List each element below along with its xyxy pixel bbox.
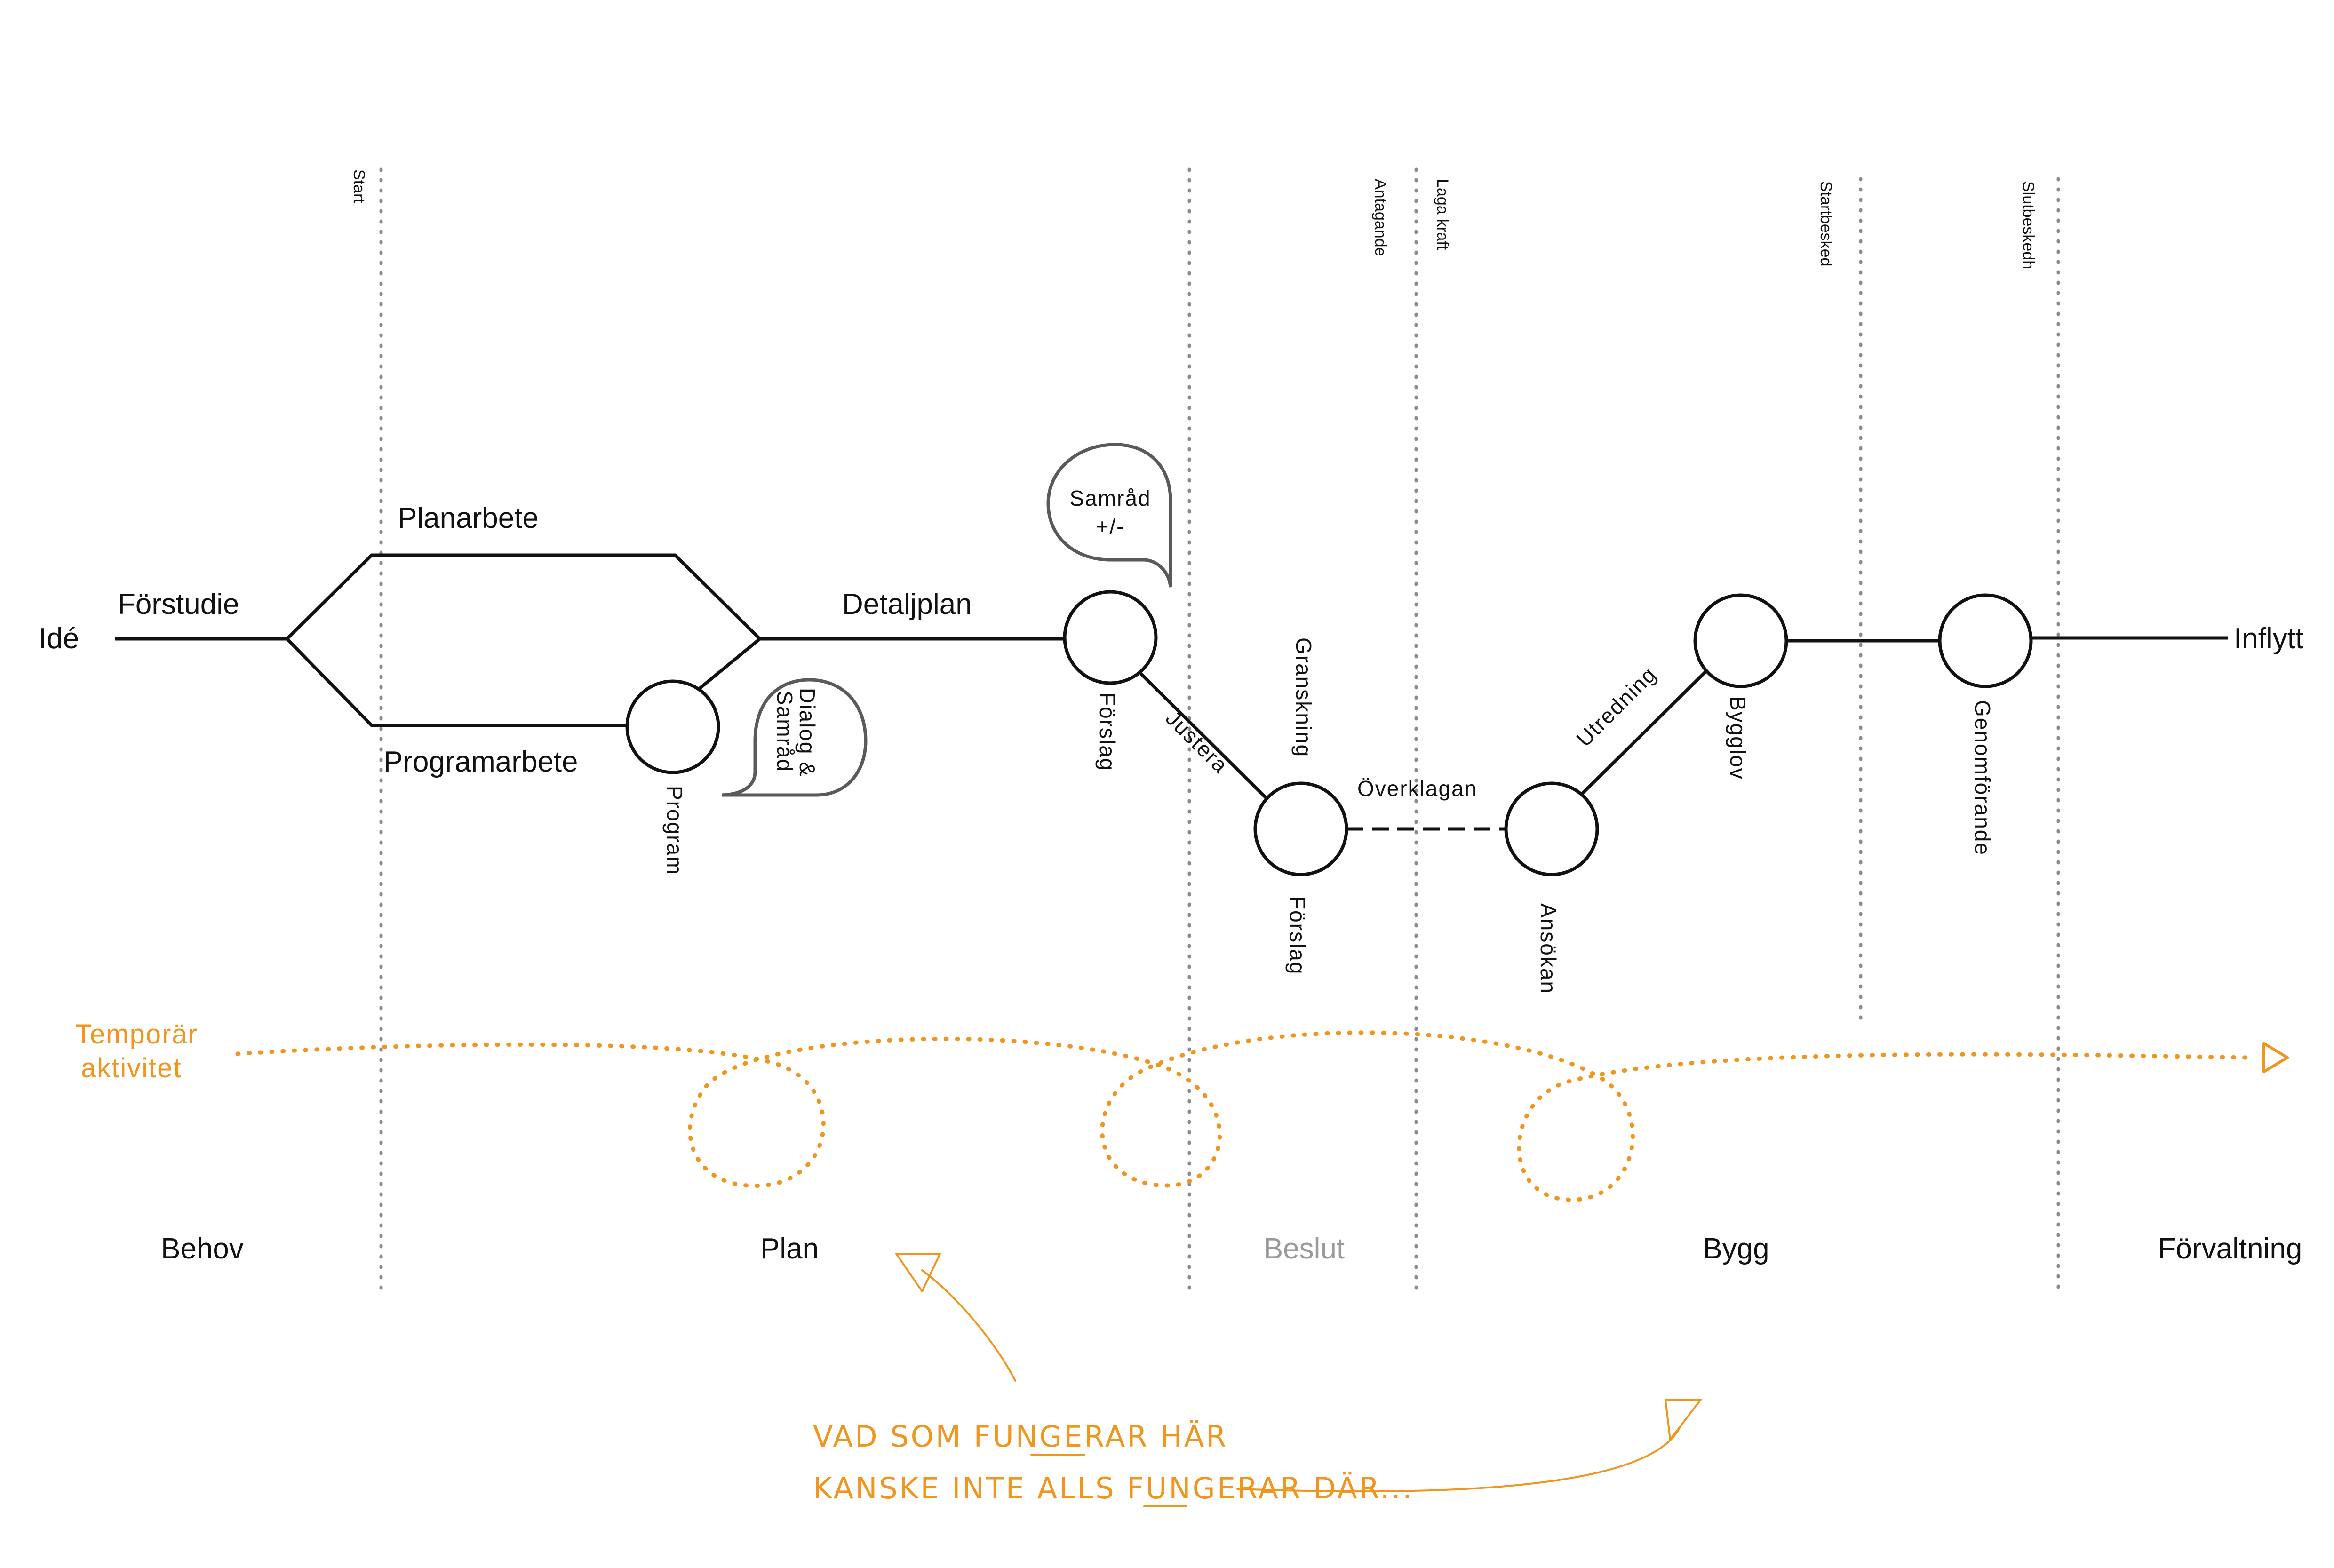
path-programarbete <box>286 637 627 727</box>
node-label-ansokan: Ansökan <box>1536 903 1561 994</box>
bubble-samrad <box>1046 443 1172 588</box>
note-line1-emph: HÄR <box>1160 1419 1228 1454</box>
process-path <box>115 553 2228 831</box>
node-bygglov <box>1693 593 1788 688</box>
node-label-program: Program <box>662 786 687 875</box>
note-line2-prefix: KANSKE INTE ALLS FUNGERAR <box>813 1471 1314 1505</box>
node-genomforande <box>1938 593 2033 688</box>
phase-plan: Plan <box>760 1233 819 1265</box>
bubble-samrad-line1: Samråd <box>1069 486 1151 510</box>
node-ansokan <box>1504 781 1599 876</box>
path-utredning <box>1579 669 1708 796</box>
marker-startbesked: Startbesked <box>1817 181 1835 266</box>
node-label-forslag-2: Förslag <box>1285 896 1310 975</box>
edge-granskning: Granskning <box>1291 637 1316 757</box>
edge-programarbete: Programarbete <box>383 746 578 778</box>
bubble-dialog-samrad <box>722 678 868 797</box>
milestone-lines <box>379 167 2060 1296</box>
bubble-dialog-line2: Samråd <box>773 691 797 772</box>
note-line2-emph: DÄR <box>1314 1471 1380 1505</box>
edge-planarbete: Planarbete <box>398 502 539 534</box>
phase-behov: Behov <box>161 1233 244 1265</box>
marker-laga-kraft: Laga kraft <box>1434 179 1451 250</box>
marker-slutbeskedh: Slutbeskedh <box>2019 181 2037 269</box>
node-program <box>625 679 720 774</box>
node-forslag-2 <box>1253 781 1348 876</box>
note-arrow-to-bygg <box>1236 1427 1681 1493</box>
path-planarbete <box>286 553 761 640</box>
node-label-bygglov: Bygglov <box>1726 696 1750 780</box>
edge-utredning: Utredning <box>1571 662 1661 752</box>
phase-forvaltning: Förvaltning <box>2158 1233 2302 1265</box>
path-justera <box>1139 672 1269 801</box>
node-label-genomforande: Genomförande <box>1970 700 1995 856</box>
temporary-label-line1: Temporär <box>75 1019 198 1050</box>
edge-forstudie: Förstudie <box>118 588 239 621</box>
edge-justera: Justera <box>1161 706 1233 778</box>
node-forslag-1 <box>1063 590 1158 685</box>
start-label: Idé <box>39 622 79 655</box>
end-label: Inflytt <box>2234 622 2303 655</box>
edge-detaljplan: Detaljplan <box>842 588 972 621</box>
temporary-activity-path <box>235 1030 2249 1202</box>
note-arrowhead-plan <box>895 1253 941 1292</box>
temporary-activity-arrowhead <box>2262 1042 2289 1073</box>
note-arrow-to-plan <box>921 1269 1016 1382</box>
temporary-label-line2: aktivitet <box>81 1053 182 1083</box>
bubble-dialog-line1: Dialog & <box>795 688 820 777</box>
marker-antagande: Antagande <box>1371 179 1389 256</box>
phase-bygg: Bygg <box>1703 1233 1769 1265</box>
path-program-to-merge <box>697 637 761 691</box>
note-arrowhead-bygg <box>1665 1399 1702 1441</box>
note-line1: VAD SOM FUNGERAR HÄR <box>813 1419 1228 1454</box>
note-line2-suffix: ... <box>1380 1471 1414 1505</box>
node-label-forslag-1: Förslag <box>1095 692 1120 771</box>
note-line2: KANSKE INTE ALLS FUNGERAR DÄR... <box>813 1471 1414 1505</box>
edge-overklagan: Överklagan <box>1357 776 1477 801</box>
bubble-samrad-line2: +/- <box>1096 514 1125 539</box>
marker-start: Start <box>350 169 368 203</box>
note-line1-prefix: VAD SOM FUNGERAR <box>813 1419 1160 1454</box>
phase-beslut: Beslut <box>1264 1233 1345 1265</box>
